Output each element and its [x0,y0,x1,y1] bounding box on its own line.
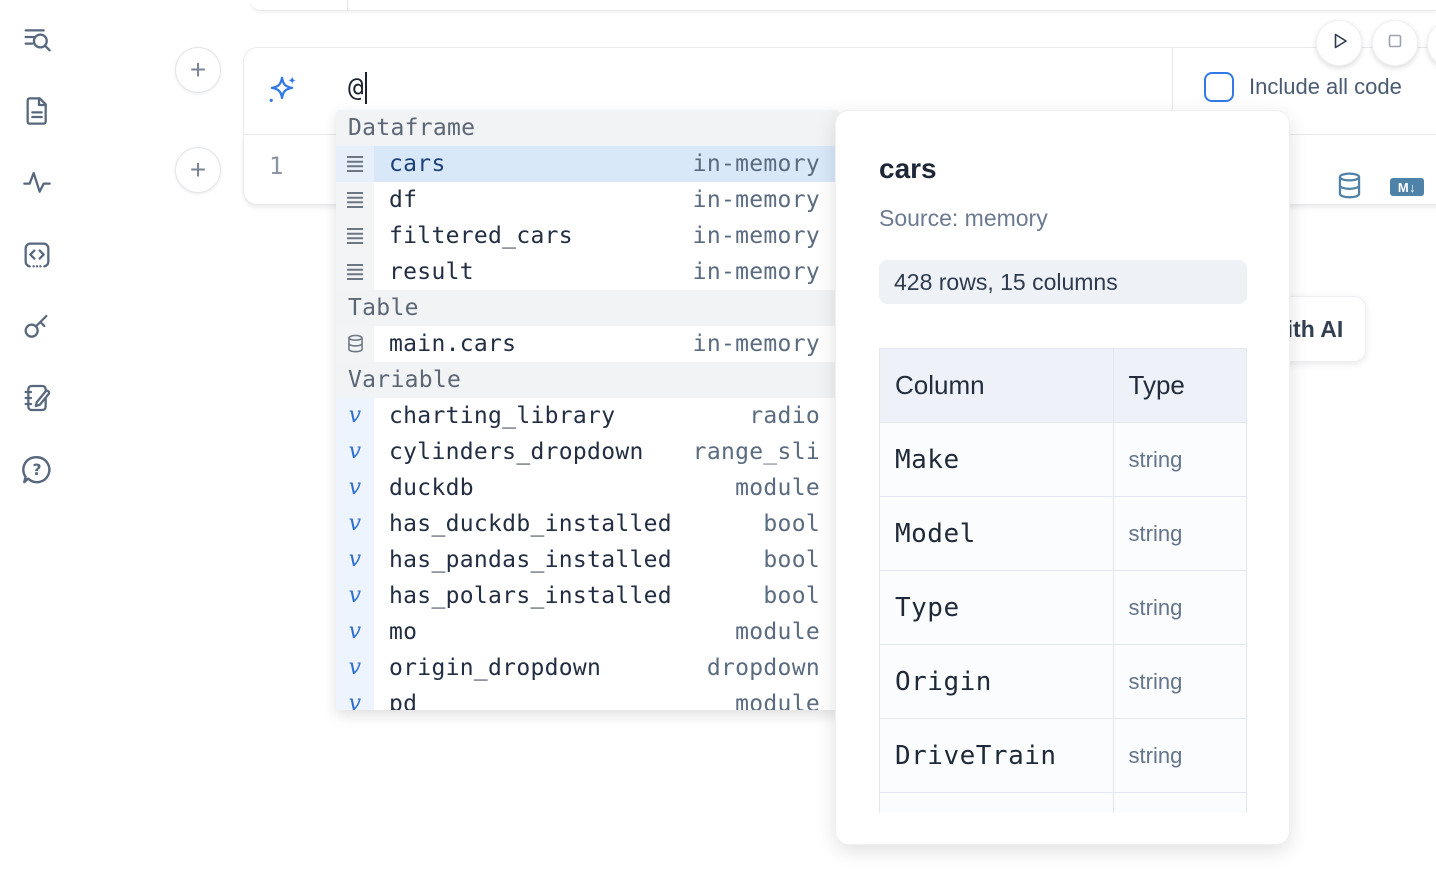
help-icon[interactable]: ? [18,451,56,489]
dataframe-icon [336,254,374,290]
preview-title: cars [879,153,937,184]
variable-icon: v [336,398,374,434]
activity-pulse-icon[interactable] [18,164,56,202]
table-row: Origin string [879,644,1247,719]
secrets-key-icon[interactable] [18,307,56,345]
table-row: Type string [879,570,1247,645]
dataframe-icon [336,218,374,254]
dataframe-preview-panel: cars Source: memory 428 rows, 15 columns… [835,110,1290,845]
table-header-row: Column Type [879,348,1247,423]
stop-square-icon [1383,29,1407,58]
ai-prompt-input[interactable]: @ [348,72,367,104]
variable-icon: v [336,434,374,470]
section-header-table: Table [336,290,840,326]
variable-icon: v [336,542,374,578]
svg-text:?: ? [32,461,41,479]
panel-divider [1172,48,1173,134]
preview-schema-table: Column Type Make string Model string Typ… [879,348,1247,813]
line-number: 1 [269,152,284,180]
gutter-divider [347,0,348,10]
variable-icon: v [336,650,374,686]
snippets-code-icon[interactable] [18,236,56,274]
include-all-code-label: Include all code [1249,74,1402,99]
ai-prompt-value: @ [348,73,364,103]
section-header-variable: Variable [336,362,840,398]
variable-icon: v [336,506,374,542]
preview-shape-badge: 428 rows, 15 columns [879,260,1247,304]
table-row: Make string [879,422,1247,497]
database-icon[interactable] [1336,171,1363,201]
text-cursor [364,72,367,104]
scratchpad-icon[interactable] [18,379,56,417]
play-icon [1327,29,1351,58]
dataframe-icon [336,182,374,218]
stop-cell-button[interactable] [1372,20,1418,66]
variable-icon: v [336,470,374,506]
markdown-convert-icon[interactable]: M↓ [1390,178,1424,196]
add-cell-below-button[interactable]: + [175,147,221,193]
variable-icon: v [336,578,374,614]
type-header: Type [1112,348,1247,423]
preview-source: Source: memory [879,205,1048,231]
table-of-contents-search-icon[interactable] [18,20,56,58]
column-header: Column [879,348,1114,423]
table-row: Model string [879,496,1247,571]
include-all-code-control: Include all code [1204,72,1402,102]
section-header-dataframe: Dataframe [336,110,840,146]
run-cell-button[interactable] [1316,20,1362,66]
add-cell-above-button[interactable]: + [175,47,221,93]
table-row: DriveTrain string [879,718,1247,793]
include-all-code-checkbox[interactable] [1204,72,1234,102]
ai-sparkle-icon [266,74,298,106]
variable-icon: v [336,686,374,710]
variable-icon: v [336,614,374,650]
file-explorer-icon[interactable] [18,92,56,130]
table-row-clipped [879,792,1247,813]
left-sidebar: ? [0,0,72,874]
previous-cell-bottom-edge [250,0,1436,11]
dataframe-icon [336,146,374,182]
table-database-icon [336,326,374,362]
